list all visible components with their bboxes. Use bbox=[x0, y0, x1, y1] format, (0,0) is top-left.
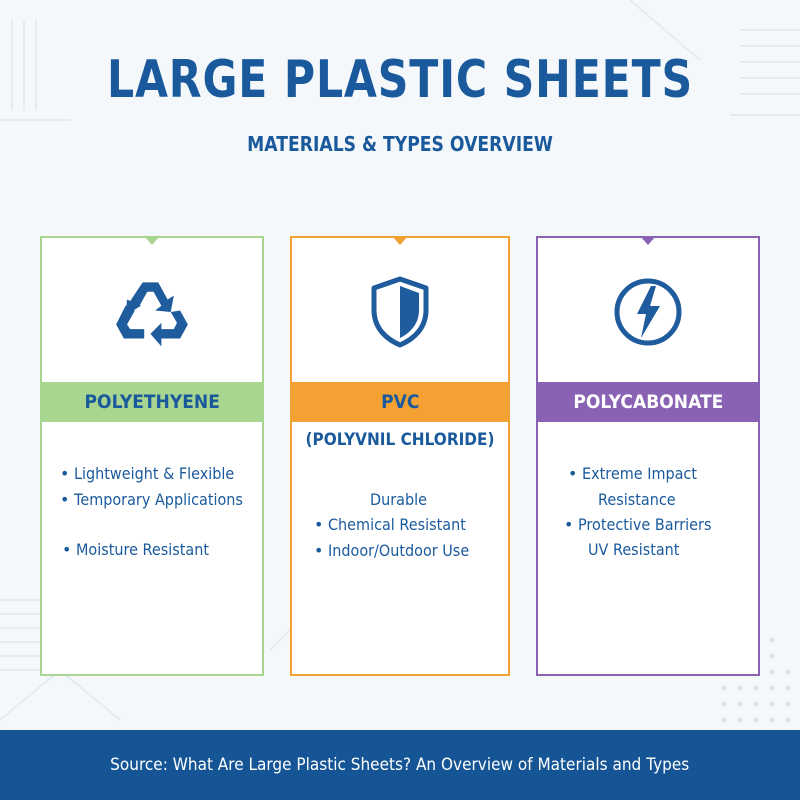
lightning-icon bbox=[538, 276, 758, 348]
bullet: • bbox=[62, 540, 72, 559]
material-name: POLYETHYENE bbox=[84, 391, 220, 413]
feature-text: Chemical Resistant bbox=[328, 515, 466, 534]
feature-text: Indoor/Outdoor Use bbox=[328, 541, 470, 560]
bullet: • bbox=[564, 515, 574, 534]
feature-item: •Temporary Applications bbox=[60, 490, 262, 509]
feature-text: Protective Barriers bbox=[578, 515, 712, 534]
feature-item: •Lightweight & Flexible bbox=[60, 464, 252, 483]
recycle-icon bbox=[42, 276, 262, 348]
card-notch bbox=[392, 236, 408, 245]
feature-item: Durable bbox=[370, 490, 433, 509]
feature-text: Temporary Applications bbox=[74, 490, 243, 509]
material-full-name: (POLYVNIL CHLORIDE) bbox=[292, 430, 508, 450]
card-polyethylene: POLYETHYENE •Lightweight & Flexible •Tem… bbox=[40, 236, 264, 676]
feature-item: •Chemical Resistant bbox=[314, 515, 481, 534]
feature-item: UV Resistant bbox=[588, 540, 690, 559]
card-pvc: PVC (POLYVNIL CHLORIDE) Durable •Chemica… bbox=[290, 236, 510, 676]
bullet: • bbox=[314, 515, 324, 534]
bullet: • bbox=[314, 541, 324, 560]
feature-item: •Moisture Resistant bbox=[62, 540, 224, 559]
shield-icon bbox=[292, 276, 508, 348]
feature-item: •Indoor/Outdoor Use bbox=[314, 541, 485, 560]
page-title: LARGE PLASTIC SHEETS bbox=[106, 50, 694, 110]
feature-item: •Extreme Impact bbox=[568, 464, 710, 483]
card-notch bbox=[640, 236, 656, 245]
feature-item: Resistance bbox=[598, 490, 684, 509]
feature-text: Durable bbox=[370, 490, 427, 509]
bullet: • bbox=[568, 464, 578, 483]
feature-text: UV Resistant bbox=[588, 540, 680, 559]
feature-text: Moisture Resistant bbox=[76, 540, 210, 559]
bullet: • bbox=[60, 464, 70, 483]
feature-text: Extreme Impact bbox=[582, 464, 698, 483]
material-name: POLYCABONATE bbox=[572, 391, 723, 413]
card-polycarbonate: POLYCABONATE •Extreme Impact Resistance … bbox=[536, 236, 760, 676]
card-header-band: PVC bbox=[290, 382, 510, 422]
card-header-band: POLYCABONATE bbox=[536, 382, 760, 422]
source-text: Source: What Are Large Plastic Sheets? A… bbox=[110, 755, 690, 775]
card-notch bbox=[144, 236, 160, 245]
page-subtitle: MATERIALS & TYPES OVERVIEW bbox=[247, 132, 553, 156]
feature-item: •Protective Barriers bbox=[564, 515, 726, 534]
material-full-name-text: (POLYVNIL CHLORIDE) bbox=[305, 430, 495, 450]
card-header-band: POLYETHYENE bbox=[40, 382, 264, 422]
source-footer: Source: What Are Large Plastic Sheets? A… bbox=[0, 730, 800, 800]
bullet: • bbox=[60, 490, 70, 509]
feature-text: Resistance bbox=[598, 490, 676, 509]
material-name: PVC bbox=[380, 391, 420, 413]
feature-text: Lightweight & Flexible bbox=[74, 464, 235, 483]
